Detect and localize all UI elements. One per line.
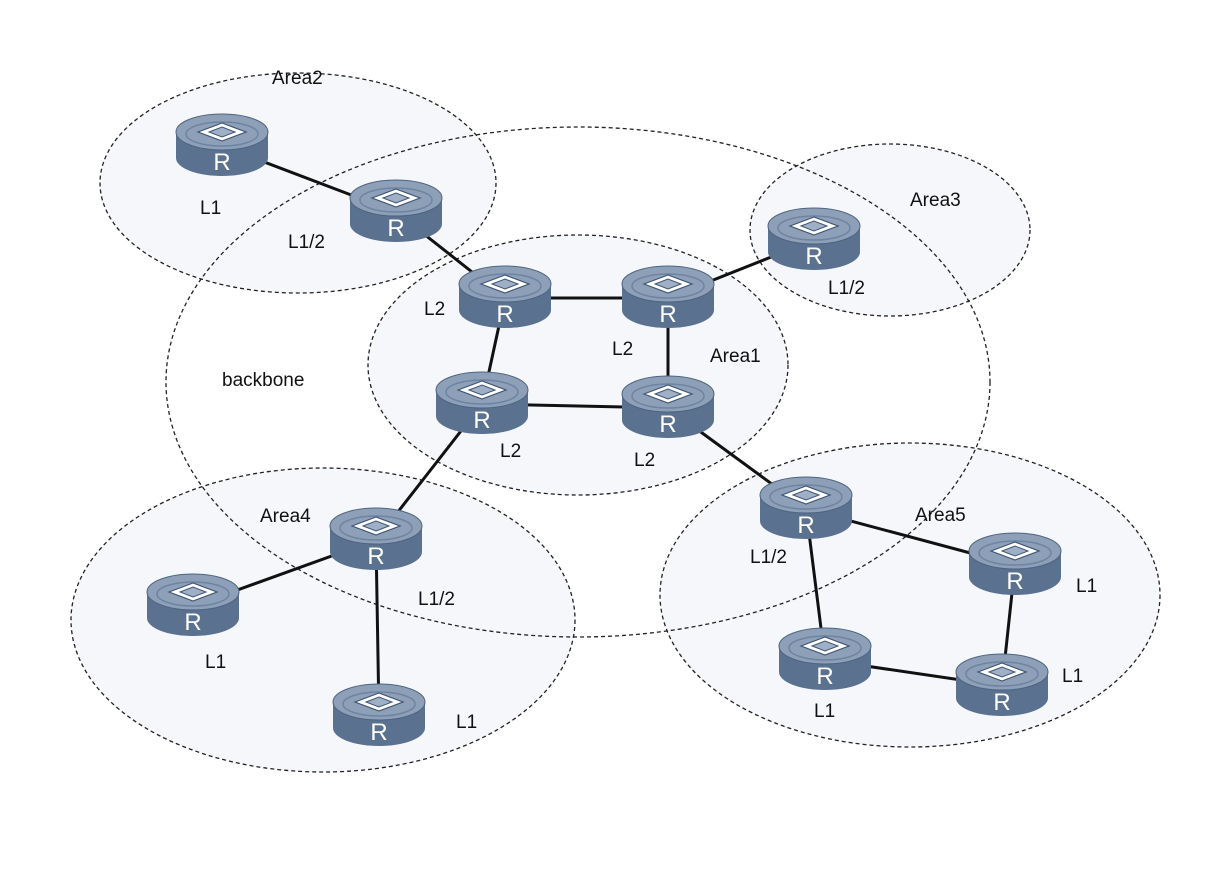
router-level-label: L1/2 <box>828 278 865 299</box>
router-base <box>760 503 852 539</box>
router-base <box>330 534 422 570</box>
router-level-label: L2 <box>424 299 445 320</box>
area2-label: Area2 <box>272 68 323 89</box>
router-base <box>956 680 1048 716</box>
router-rim <box>156 581 230 607</box>
label-layer: Area2 Area3 Area1 Area4 Area5 backbone L… <box>200 68 1097 733</box>
router-symbol: R <box>1006 568 1023 595</box>
router-rim <box>965 661 1039 687</box>
router-base <box>436 398 528 434</box>
router-symbol: R <box>797 512 814 539</box>
router-symbol: R <box>816 663 833 690</box>
router-arrows-inner-icon <box>490 278 520 290</box>
router-a5-bottomleft[interactable]: R <box>778 627 872 690</box>
router-symbol: R <box>659 411 676 438</box>
router-arrows-inner-icon <box>467 384 497 396</box>
area3-region <box>749 143 1031 317</box>
router-symbol: R <box>387 215 404 242</box>
router-base <box>333 710 425 746</box>
area1-label: Area1 <box>710 346 761 367</box>
router-level-label: L2 <box>500 441 521 462</box>
router-a4-left[interactable]: R <box>146 573 240 636</box>
router-base <box>176 140 268 176</box>
router-level-label: L2 <box>612 339 633 360</box>
router-rim <box>769 484 843 510</box>
router-symbol: R <box>496 301 513 328</box>
router-rim <box>342 691 416 717</box>
area3-label: Area3 <box>910 190 961 211</box>
router-a4-bottom[interactable]: R <box>332 683 426 746</box>
backbone-label: backbone <box>222 370 304 391</box>
router-symbol: R <box>367 543 384 570</box>
router-a3-l12[interactable]: R <box>767 207 861 270</box>
router-arrows-inner-icon <box>1000 545 1030 557</box>
router-arrows-inner-icon <box>791 489 821 501</box>
router-a2-l1[interactable]: R <box>175 113 269 176</box>
router-arrows-inner-icon <box>361 520 391 532</box>
router-level-label: L1 <box>456 712 477 733</box>
router-arrows-inner-icon <box>810 640 840 652</box>
router-base <box>622 292 714 328</box>
router-rim <box>631 273 705 299</box>
router-base <box>147 600 239 636</box>
router-rim <box>777 215 851 241</box>
area2-region <box>99 72 497 294</box>
router-rim <box>631 383 705 409</box>
router-a5-l12[interactable]: R <box>759 476 853 539</box>
router-a5-bottomright[interactable]: R <box>955 653 1049 716</box>
router-a2-l12[interactable]: R <box>349 179 443 242</box>
router-level-label: L1 <box>200 198 221 219</box>
router-arrows-inner-icon <box>207 126 237 138</box>
router-rim <box>339 515 413 541</box>
router-level-label: L2 <box>634 450 655 471</box>
router-base <box>350 206 442 242</box>
router-base <box>768 234 860 270</box>
router-symbol: R <box>993 689 1010 716</box>
router-arrows-inner-icon <box>178 586 208 598</box>
router-rim <box>788 635 862 661</box>
router-base <box>779 654 871 690</box>
router-arrows-inner-icon <box>653 388 683 400</box>
router-a1-tr[interactable]: R <box>621 265 715 328</box>
router-arrows-inner-icon <box>987 666 1017 678</box>
router-symbol: R <box>659 301 676 328</box>
area5-label: Area5 <box>915 505 966 526</box>
backbone-region <box>165 126 991 638</box>
router-symbol: R <box>184 609 201 636</box>
router-a5-right[interactable]: R <box>968 532 1062 595</box>
router-level-label: L1/2 <box>418 589 455 610</box>
area4-region <box>70 467 576 773</box>
router-level-label: L1 <box>1062 666 1083 687</box>
router-rim <box>359 187 433 213</box>
router-level-label: L1 <box>205 652 226 673</box>
router-arrows-inner-icon <box>364 696 394 708</box>
router-a1-br[interactable]: R <box>621 375 715 438</box>
router-symbol: R <box>805 243 822 270</box>
router-level-label: L1 <box>1076 576 1097 597</box>
router-base <box>622 402 714 438</box>
router-base <box>459 292 551 328</box>
router-level-label: L1 <box>814 701 835 722</box>
router-rim <box>468 273 542 299</box>
router-level-label: L1/2 <box>750 547 787 568</box>
router-level-label: L1/2 <box>288 232 325 253</box>
router-base <box>969 559 1061 595</box>
router-rim <box>978 540 1052 566</box>
router-a1-tl[interactable]: R <box>458 265 552 328</box>
router-a4-l12[interactable]: R <box>329 507 423 570</box>
router-layer: R R R R R R R R R R R R R R <box>146 113 1062 746</box>
router-rim <box>185 121 259 147</box>
router-arrows-inner-icon <box>381 192 411 204</box>
router-a1-bl[interactable]: R <box>435 371 529 434</box>
area4-label: Area4 <box>260 506 311 527</box>
router-arrows-inner-icon <box>653 278 683 290</box>
router-symbol: R <box>213 149 230 176</box>
router-rim <box>445 379 519 405</box>
router-arrows-inner-icon <box>799 220 829 232</box>
router-symbol: R <box>370 719 387 746</box>
router-symbol: R <box>473 407 490 434</box>
